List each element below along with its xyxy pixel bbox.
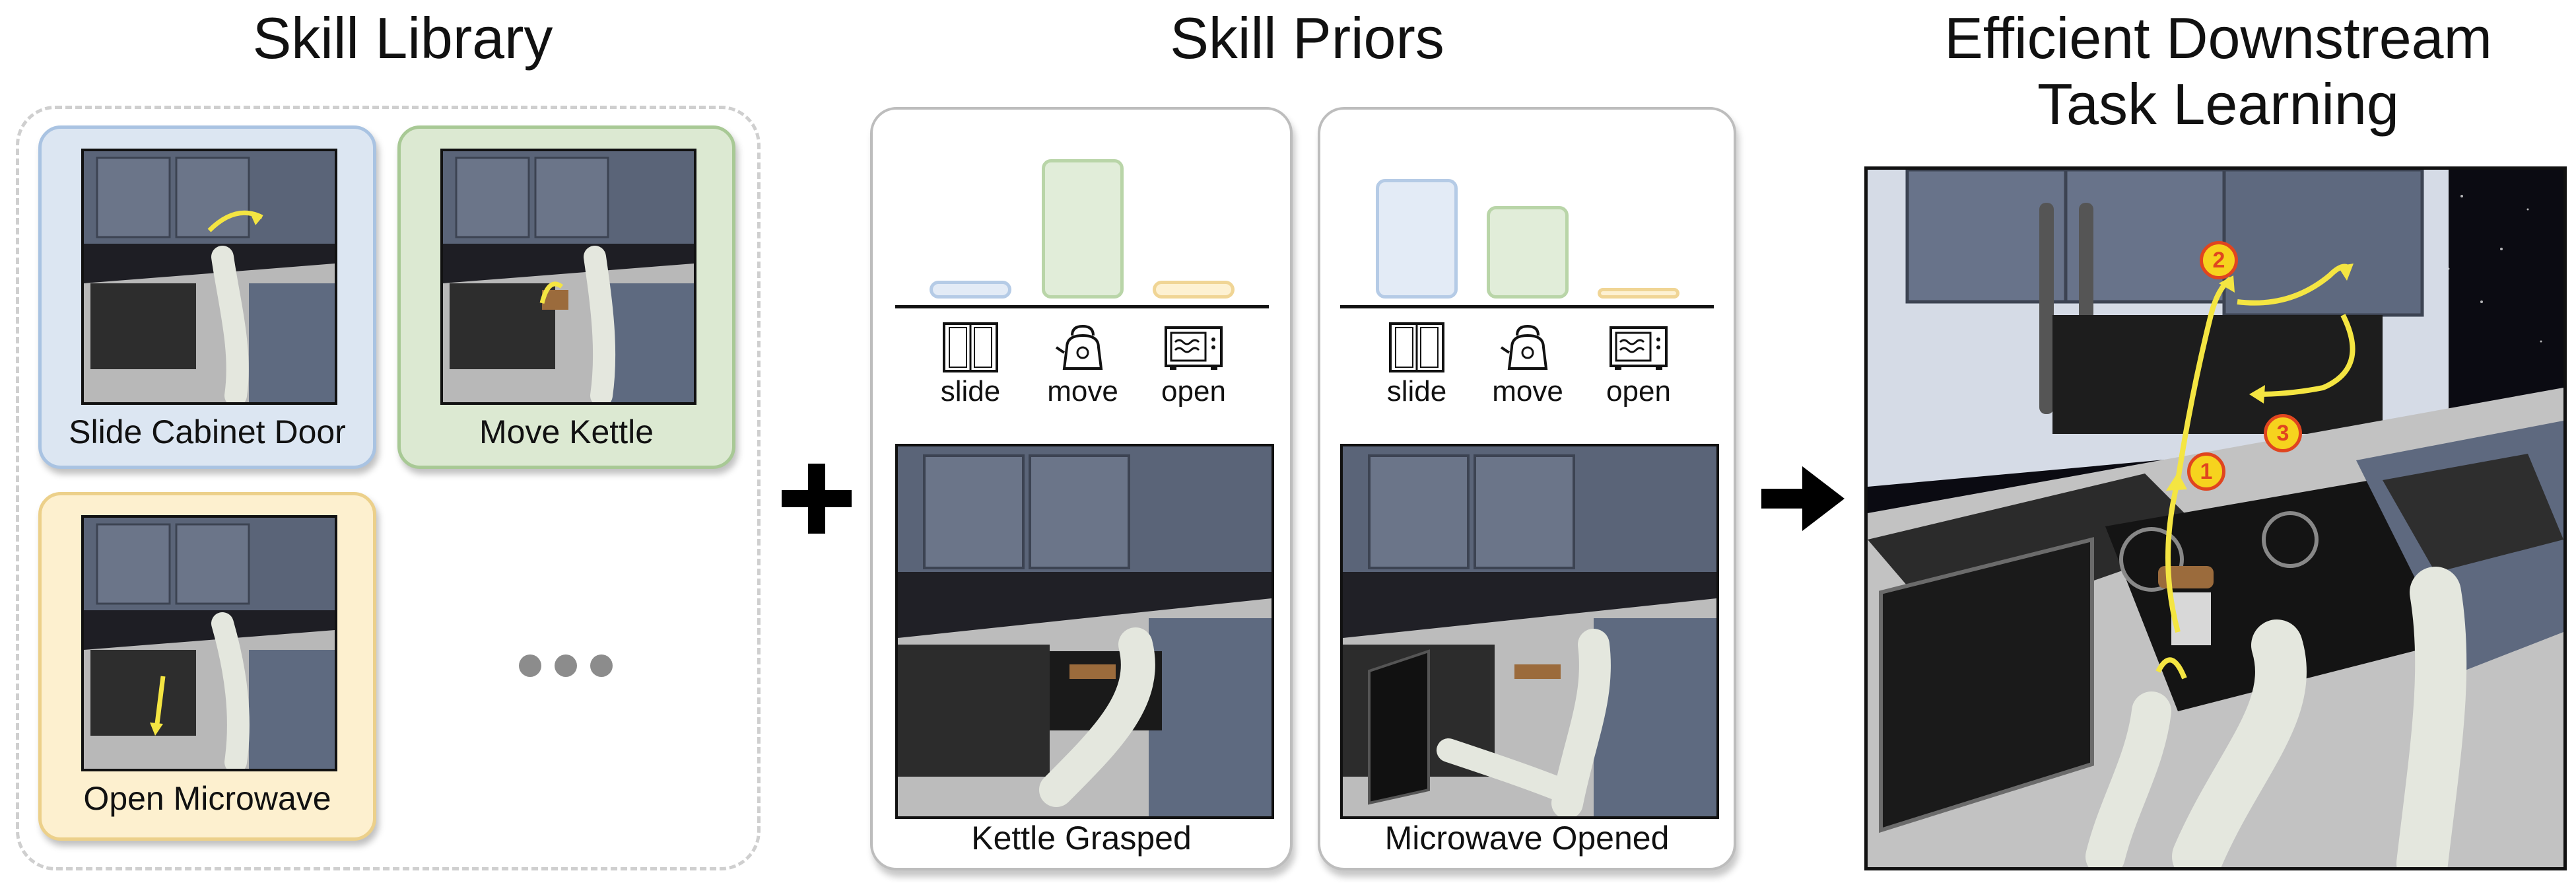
category-label-slide: slide [1386, 375, 1447, 407]
state-caption: Kettle Grasped [971, 820, 1192, 857]
ellipsis-dot [590, 654, 613, 677]
right-arrow-icon [1761, 466, 1845, 531]
prior-bar-open [1153, 281, 1235, 299]
skill-library-title: Skill Library [252, 5, 553, 71]
skill-card-open-microwave: Open Microwave [38, 492, 376, 841]
downstream-title-line1: Efficient Downstream [1944, 5, 2492, 71]
prior-bar-move [1487, 205, 1569, 299]
skill-label: Slide Cabinet Door [69, 413, 346, 450]
state-image-microwave-opened [1340, 444, 1719, 819]
skill-prior-panel-kettle: slide move open Kettle Grasped [870, 107, 1293, 870]
skill-label: Move Kettle [479, 413, 654, 450]
category-label-open: open [1161, 375, 1226, 407]
prior-bar-slide [1376, 179, 1458, 299]
kitchen-scene-image [898, 446, 1271, 816]
skill-thumbnail [81, 515, 337, 771]
category-label-move: move [1047, 375, 1118, 407]
kitchen-scene-image [84, 518, 335, 769]
cabinet-door-icon [943, 322, 998, 372]
category-label-move: move [1492, 375, 1563, 407]
skill-label: Open Microwave [83, 780, 331, 817]
prior-bar-slide [930, 281, 1011, 299]
cabinet-door-icon [1389, 322, 1444, 372]
downstream-task-scene: 1 2 3 [1864, 166, 2567, 870]
kettle-icon [1055, 324, 1103, 370]
microwave-icon [1165, 326, 1223, 370]
skill-thumbnail [81, 149, 337, 405]
skill-priors-title: Skill Priors [1170, 5, 1444, 71]
category-label-slide: slide [940, 375, 1001, 407]
skill-card-move-kettle: Move Kettle [397, 125, 735, 469]
step-badge-2: 2 [2200, 241, 2238, 279]
state-image-kettle-grasped [895, 444, 1274, 819]
step-badge-3: 3 [2264, 414, 2302, 452]
chart-axis [895, 305, 1269, 308]
kitchen-scene-image [443, 151, 694, 402]
state-caption: Microwave Opened [1384, 820, 1670, 857]
skill-card-slide-cabinet-door: Slide Cabinet Door [38, 125, 376, 469]
step-badge-1: 1 [2187, 452, 2225, 491]
kitchen-scene-image [1868, 170, 2563, 867]
downstream-title-line2: Task Learning [2037, 71, 2399, 137]
microwave-icon [1610, 326, 1668, 370]
prior-bar-open [1598, 288, 1679, 299]
kettle-icon [1500, 324, 1548, 370]
kitchen-scene-image [1343, 446, 1716, 816]
ellipsis-dot [555, 654, 577, 677]
ellipsis-dot [519, 654, 541, 677]
skill-library-container [16, 106, 761, 870]
skill-thumbnail [440, 149, 696, 405]
kitchen-scene-image [84, 151, 335, 402]
category-label-open: open [1606, 375, 1671, 407]
chart-axis [1340, 305, 1714, 308]
skill-prior-panel-microwave: slide move open Microwave Opened [1318, 107, 1736, 870]
plus-icon [782, 464, 852, 534]
prior-bar-move [1042, 159, 1124, 299]
